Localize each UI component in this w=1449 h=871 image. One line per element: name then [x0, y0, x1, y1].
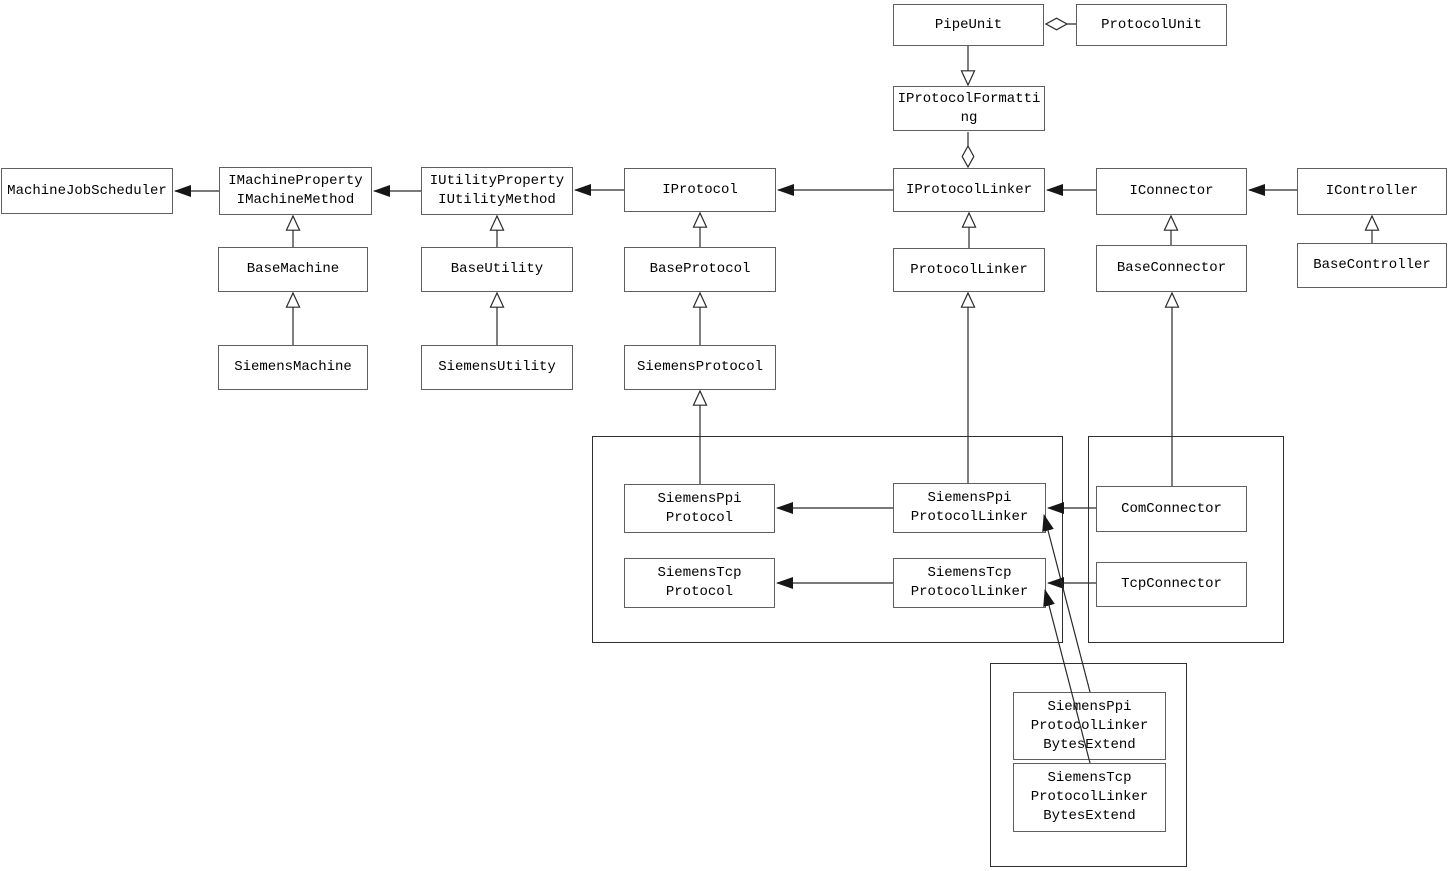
class-siemens-ppi-protocol-linker-bytes-extend: SiemensPpi ProtocolLinker BytesExtend: [1013, 692, 1166, 760]
class-label-siemens-protocol: SiemensProtocol: [636, 359, 764, 375]
class-base-protocol: BaseProtocol: [624, 247, 776, 292]
class-label-iprotocol-linker: IProtocolLinker: [905, 181, 1033, 198]
class-siemens-tcp-protocol: SiemensTcp Protocol: [624, 558, 775, 608]
class-icontroller: IController: [1297, 168, 1447, 215]
class-label-base-machine: BaseMachine: [246, 261, 340, 277]
class-label-imachine-property: IMachineProperty IMachineMethod: [228, 173, 363, 208]
class-protocol-unit: ProtocolUnit: [1076, 4, 1227, 46]
class-siemens-ppi-protocol-linker: SiemensPpi ProtocolLinker: [893, 483, 1046, 533]
class-label-machine-job-scheduler: MachineJobScheduler: [7, 182, 167, 199]
class-siemens-tcp-protocol-linker-bytes-extend: SiemensTcp ProtocolLinker BytesExtend: [1013, 763, 1166, 832]
class-siemens-tcp-protocol-linker: SiemensTcp ProtocolLinker: [893, 558, 1046, 608]
class-label-protocol-unit: ProtocolUnit: [1101, 16, 1202, 33]
class-label-siemens-ppi-protocol-linker-bytes-extend: SiemensPpi ProtocolLinker BytesExtend: [1030, 698, 1149, 753]
class-iprotocol: IProtocol: [624, 168, 776, 212]
class-base-utility: BaseUtility: [421, 247, 573, 292]
class-label-icontroller: IController: [1325, 183, 1419, 199]
group-connector-group: [1088, 436, 1284, 643]
class-iconnector: IConnector: [1096, 168, 1247, 215]
class-base-connector: BaseConnector: [1096, 245, 1247, 292]
class-pipe-unit: PipeUnit: [893, 4, 1044, 46]
class-machine-job-scheduler: MachineJobScheduler: [1, 168, 173, 214]
group-protocol-group: [592, 436, 1063, 643]
class-base-machine: BaseMachine: [218, 247, 368, 292]
class-iutility-property: IUtilityProperty IUtilityMethod: [421, 167, 573, 215]
class-label-siemens-machine: SiemensMachine: [234, 359, 352, 375]
class-label-iutility-property: IUtilityProperty IUtilityMethod: [429, 173, 565, 208]
class-label-base-protocol: BaseProtocol: [649, 261, 751, 277]
class-label-base-connector: BaseConnector: [1116, 260, 1227, 276]
class-label-base-controller: BaseController: [1313, 257, 1431, 273]
class-siemens-utility: SiemensUtility: [421, 345, 573, 390]
class-label-base-utility: BaseUtility: [450, 261, 544, 277]
class-label-siemens-utility: SiemensUtility: [438, 359, 556, 375]
class-siemens-protocol: SiemensProtocol: [624, 345, 776, 390]
class-label-siemens-tcp-protocol-linker-bytes-extend: SiemensTcp ProtocolLinker BytesExtend: [1030, 770, 1149, 824]
class-com-connector: ComConnector: [1096, 486, 1247, 532]
class-label-iconnector: IConnector: [1129, 183, 1214, 199]
class-iprotocol-linker: IProtocolLinker: [893, 168, 1045, 212]
class-label-iprotocol: IProtocol: [662, 181, 738, 198]
class-label-iprotocol-formatting: IProtocolFormatti ng: [897, 90, 1041, 126]
class-label-pipe-unit: PipeUnit: [934, 16, 1003, 33]
class-imachine-property: IMachineProperty IMachineMethod: [219, 167, 372, 215]
class-siemens-machine: SiemensMachine: [218, 345, 368, 390]
class-label-protocol-linker: ProtocolLinker: [910, 261, 1028, 278]
class-label-siemens-tcp-protocol: SiemensTcp Protocol: [657, 565, 742, 600]
class-protocol-linker: ProtocolLinker: [893, 248, 1045, 292]
class-label-com-connector: ComConnector: [1121, 500, 1222, 517]
class-iprotocol-formatting: IProtocolFormatti ng: [893, 86, 1045, 131]
class-label-siemens-ppi-protocol-linker: SiemensPpi ProtocolLinker: [910, 490, 1029, 525]
class-label-siemens-ppi-protocol: SiemensPpi Protocol: [657, 490, 742, 526]
class-base-controller: BaseController: [1297, 243, 1447, 288]
class-label-tcp-connector: TcpConnector: [1121, 576, 1222, 592]
class-label-siemens-tcp-protocol-linker: SiemensTcp ProtocolLinker: [910, 565, 1029, 600]
class-tcp-connector: TcpConnector: [1096, 562, 1247, 607]
class-siemens-ppi-protocol: SiemensPpi Protocol: [624, 484, 775, 533]
